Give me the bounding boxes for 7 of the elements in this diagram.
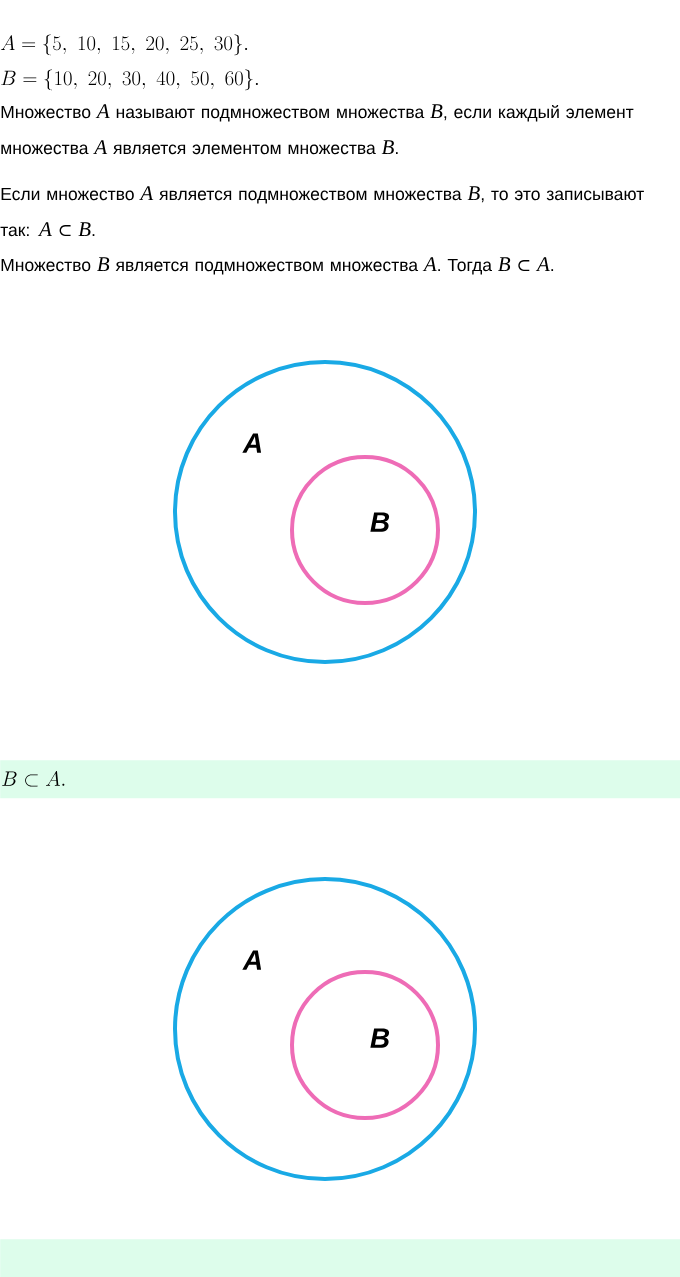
body-text: Множество B является подмножеством множества A. Тогда B ⊂ A. [1,257,554,275]
formula: $B = \{10,\ 20,\ 30,\ 40,\ 50,\ 60\}.$ [1,69,258,91]
body-text: Если множество A является подмножеством множества B, то это записывают так: A ⊂ B. [0,186,644,237]
highlight-band [0,1239,680,1277]
formula: $A = \{5,\ 10,\ 15,\ 20,\ 25,\ 30\}.$ [0,34,248,56]
highlight-band: $B \subset A.$ [0,760,680,799]
body-text: Множество A называют подмножеством множества B, если каждый элемент множества A является элементом множества B. [1,104,634,155]
